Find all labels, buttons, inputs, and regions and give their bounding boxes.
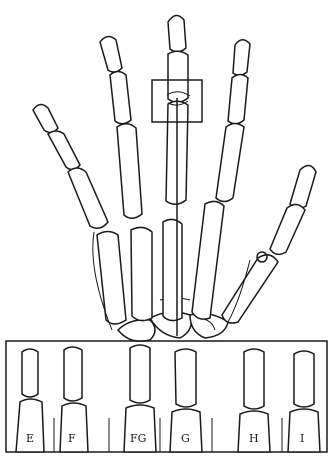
label-e: E bbox=[26, 432, 34, 445]
label-h: H bbox=[249, 432, 259, 445]
finger-little bbox=[33, 104, 108, 228]
label-g: G bbox=[181, 432, 190, 445]
label-fg: FG bbox=[130, 432, 146, 445]
finger-ring bbox=[100, 36, 142, 218]
hand-skeleton bbox=[33, 15, 316, 341]
label-f: F bbox=[68, 432, 76, 445]
joint-comparison-panel: E F FG G H I bbox=[6, 341, 327, 452]
metacarpals bbox=[97, 201, 278, 324]
finger-index bbox=[216, 40, 250, 202]
label-i: I bbox=[300, 432, 304, 445]
finger-thumb bbox=[257, 165, 316, 262]
